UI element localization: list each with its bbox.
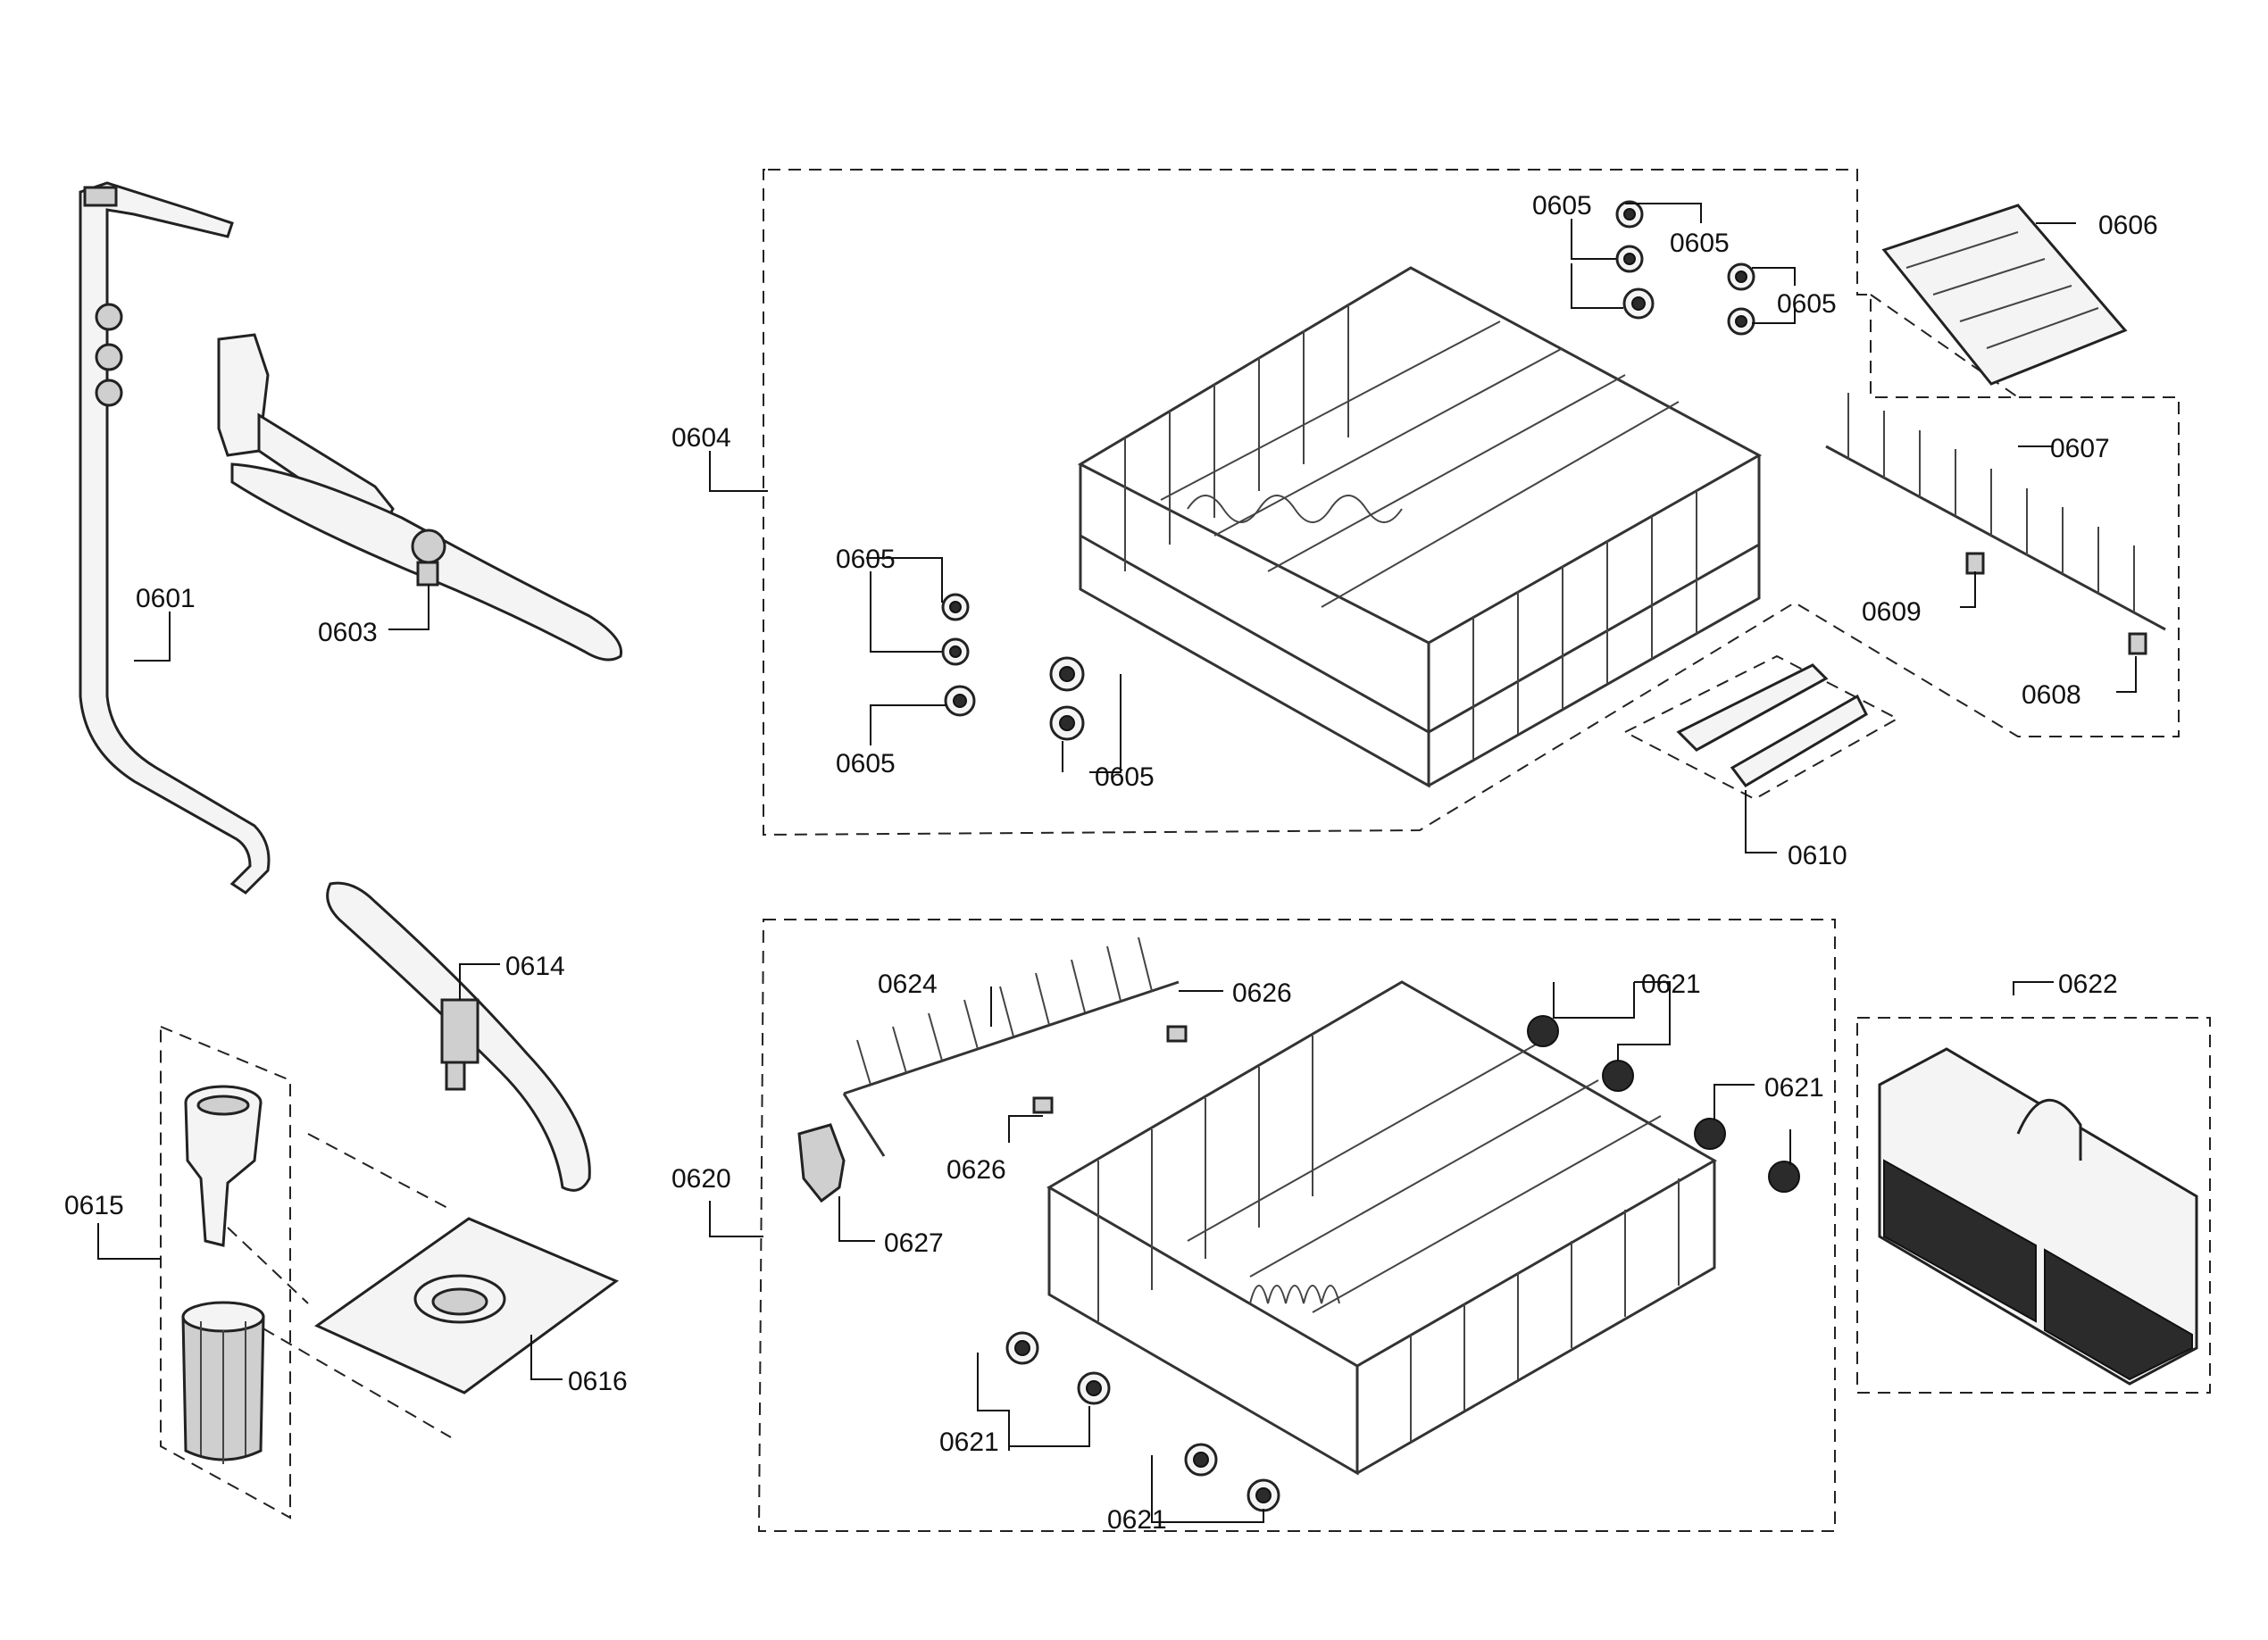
cylinder-filter-part: [181, 1301, 265, 1464]
part-label-0610: 0610: [1788, 841, 1847, 870]
filter-plate-part: [313, 1217, 620, 1394]
part-label-0616: 0616: [568, 1367, 628, 1396]
cup-shelf-part: [1881, 204, 2128, 386]
part-label-0607: 0607: [2050, 434, 2110, 463]
part-label-0604: 0604: [671, 423, 731, 453]
part-label-0608: 0608: [2022, 680, 2081, 710]
part-label-0626-top: 0626: [1232, 978, 1292, 1008]
tine-clip-part-0626-upper: [1166, 1025, 1188, 1043]
tine-row-part: [1825, 393, 2166, 631]
part-label-0621-bottom-center: 0621: [1107, 1505, 1167, 1535]
cutlery-basket-part: [1878, 1047, 2198, 1386]
part-label-0627: 0627: [884, 1228, 944, 1258]
tine-holder-part-0627: [797, 1123, 846, 1203]
part-label-0605-top-center: 0605: [1670, 229, 1730, 258]
part-label-0605-center-bottom: 0605: [1095, 762, 1155, 792]
cutlery-basket-group-outline: [1856, 1017, 2211, 1394]
tine-clip-part-0608: [2128, 632, 2147, 655]
supply-tube-part: [79, 181, 271, 895]
part-label-0622: 0622: [2058, 970, 2118, 999]
upper-rack-group-outline: [763, 169, 2180, 837]
rack-trim-part: [1676, 663, 1868, 787]
part-label-0606: 0606: [2098, 211, 2158, 240]
lower-rack-roller-parts: [1005, 1015, 1800, 1512]
lower-rack-group-outline: [757, 919, 1836, 1532]
tine-clip-part-0609: [1965, 552, 1985, 575]
upper-spray-arm-part: [217, 333, 623, 662]
leader-lines: [97, 203, 2137, 1523]
filter-guide-line-b: [227, 1227, 309, 1304]
tine-clip-part-0626-lower: [1032, 1096, 1054, 1114]
part-label-0621-top-right: 0621: [1764, 1073, 1824, 1103]
part-label-0615: 0615: [64, 1191, 124, 1220]
trim-group-outline: [1622, 654, 1900, 801]
part-label-0605-left-bottom: 0605: [836, 749, 896, 778]
lower-spray-arm-part: [326, 881, 591, 1192]
part-label-0605-top-right: 0605: [1777, 289, 1837, 319]
upper-rack-roller-parts: [941, 200, 1755, 741]
part-label-0603: 0603: [318, 618, 378, 647]
upper-rack-part: [1077, 266, 1763, 788]
part-label-0614: 0614: [505, 952, 565, 981]
part-label-0609: 0609: [1862, 597, 1922, 627]
filter-housing-part: [184, 1085, 263, 1247]
part-label-0621-top-left: 0621: [1641, 970, 1701, 999]
part-label-0605-left-top: 0605: [836, 545, 896, 574]
part-label-0624: 0624: [878, 970, 938, 999]
filter-guide-line-c: [227, 1307, 452, 1438]
filter-guide-line-a: [307, 1133, 452, 1211]
part-label-0601: 0601: [136, 584, 196, 613]
part-label-0605-top-left: 0605: [1532, 191, 1592, 221]
lower-rack-part: [1046, 980, 1718, 1476]
part-label-0620: 0620: [671, 1164, 731, 1194]
part-label-0626-bottom: 0626: [946, 1155, 1006, 1185]
lower-tine-row-part: [842, 937, 1180, 1157]
part-label-0621-bottom-left: 0621: [939, 1428, 999, 1457]
filter-group-outline: [160, 1025, 291, 1519]
